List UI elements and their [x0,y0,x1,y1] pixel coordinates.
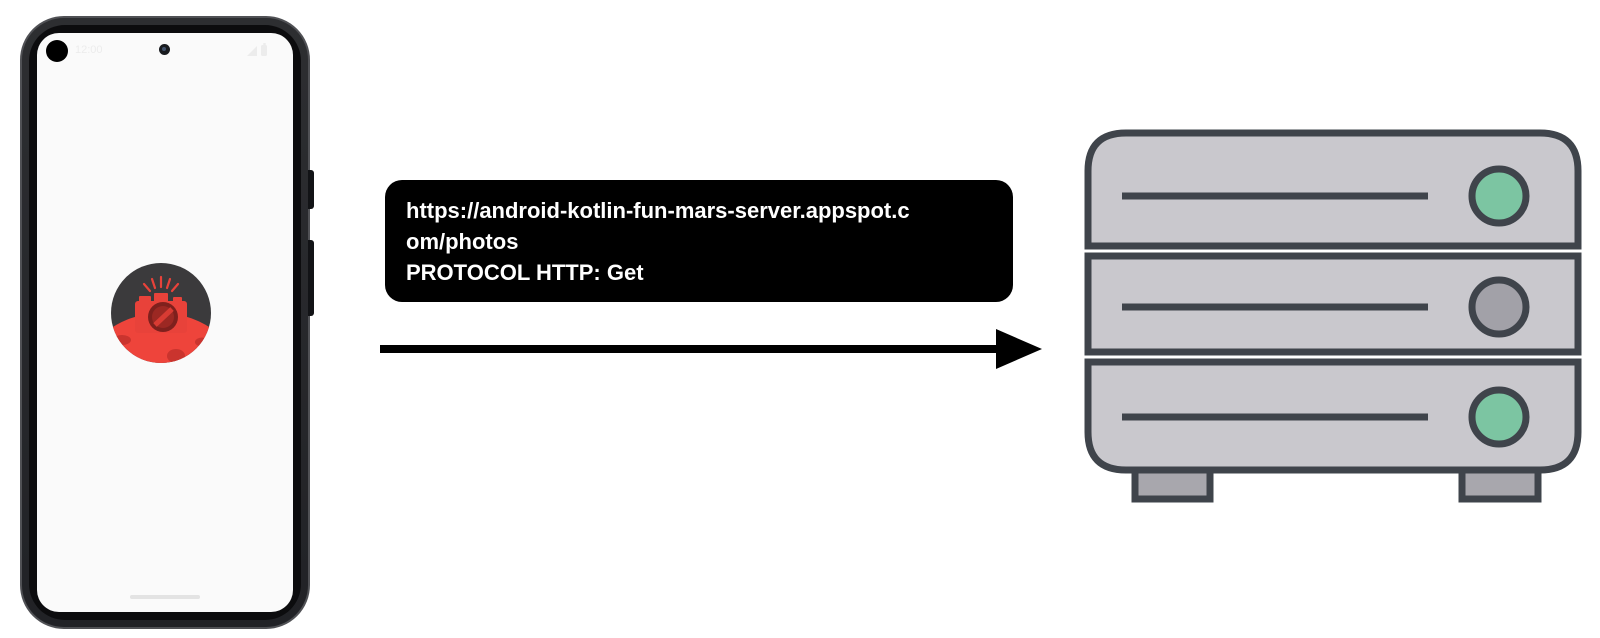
request-url-line-1: https://android-kotlin-fun-mars-server.a… [406,198,910,223]
notification-dot-icon [46,40,68,62]
request-url-line-2: om/photos [406,229,519,254]
power-button [308,170,314,209]
server-rack-top [1084,129,1582,250]
server-led-2 [1468,276,1530,338]
battery-icon [261,43,267,56]
request-arrow-icon [380,329,1042,369]
phone-illustration: 12:00 [20,16,314,629]
server-led-3 [1468,386,1530,448]
request-protocol: PROTOCOL HTTP: Get [406,260,644,285]
volume-button [308,240,314,316]
phone-screen: 12:00 [37,33,293,612]
server-illustration [1084,129,1582,503]
front-camera-icon [159,44,170,55]
status-time: 12:00 [75,44,103,56]
signal-icon [247,46,257,56]
mars-photos-app-icon [111,263,211,363]
camera-icon [135,275,187,333]
status-bar: 12:00 [37,33,293,67]
home-indicator [130,595,200,599]
request-bubble: https://android-kotlin-fun-mars-server.a… [385,180,1013,302]
server-led-1 [1468,165,1530,227]
